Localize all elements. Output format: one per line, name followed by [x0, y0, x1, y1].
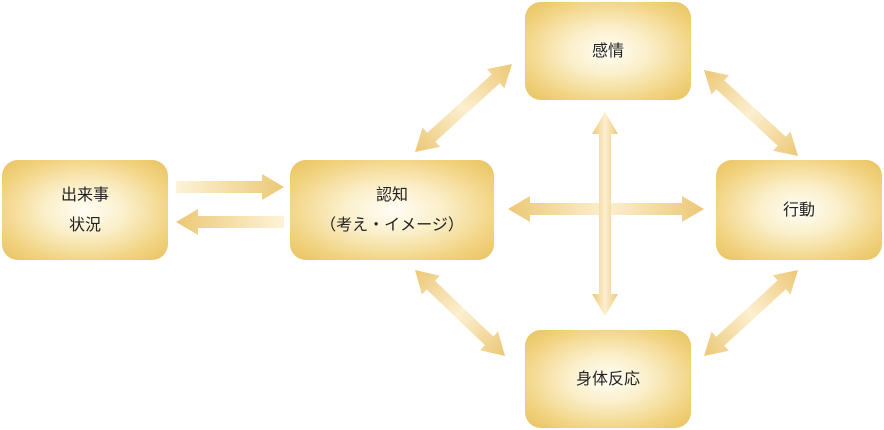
arrow-cognition-to-events: [176, 209, 284, 235]
arrow-cognition-emotion: [415, 63, 513, 152]
cognition-sublabel: （考え・イメージ）: [320, 215, 464, 234]
body-reaction-label: 身体反応: [575, 368, 640, 388]
arrow-events-to-cognition: [176, 174, 284, 200]
body-reaction-box: 身体反応: [525, 330, 691, 428]
cognition-box: 認知 （考え・イメージ）: [290, 160, 494, 260]
behavior-label: 行動: [782, 199, 815, 219]
behavior-box: 行動: [716, 160, 882, 260]
arrow-cognition-body: [415, 270, 506, 357]
arrow-emotion-behavior: [704, 70, 799, 157]
cognition-label: 認知: [375, 184, 408, 204]
arrow-behavior-body: [704, 269, 799, 356]
events-label: 出来事: [60, 184, 109, 204]
situation-label: 状況: [68, 215, 101, 234]
arrow-emotion-body: [592, 112, 618, 316]
emotion-label: 感情: [591, 40, 624, 60]
emotion-box: 感情: [525, 2, 691, 100]
events-situation-box: 出来事 状況: [2, 160, 168, 260]
